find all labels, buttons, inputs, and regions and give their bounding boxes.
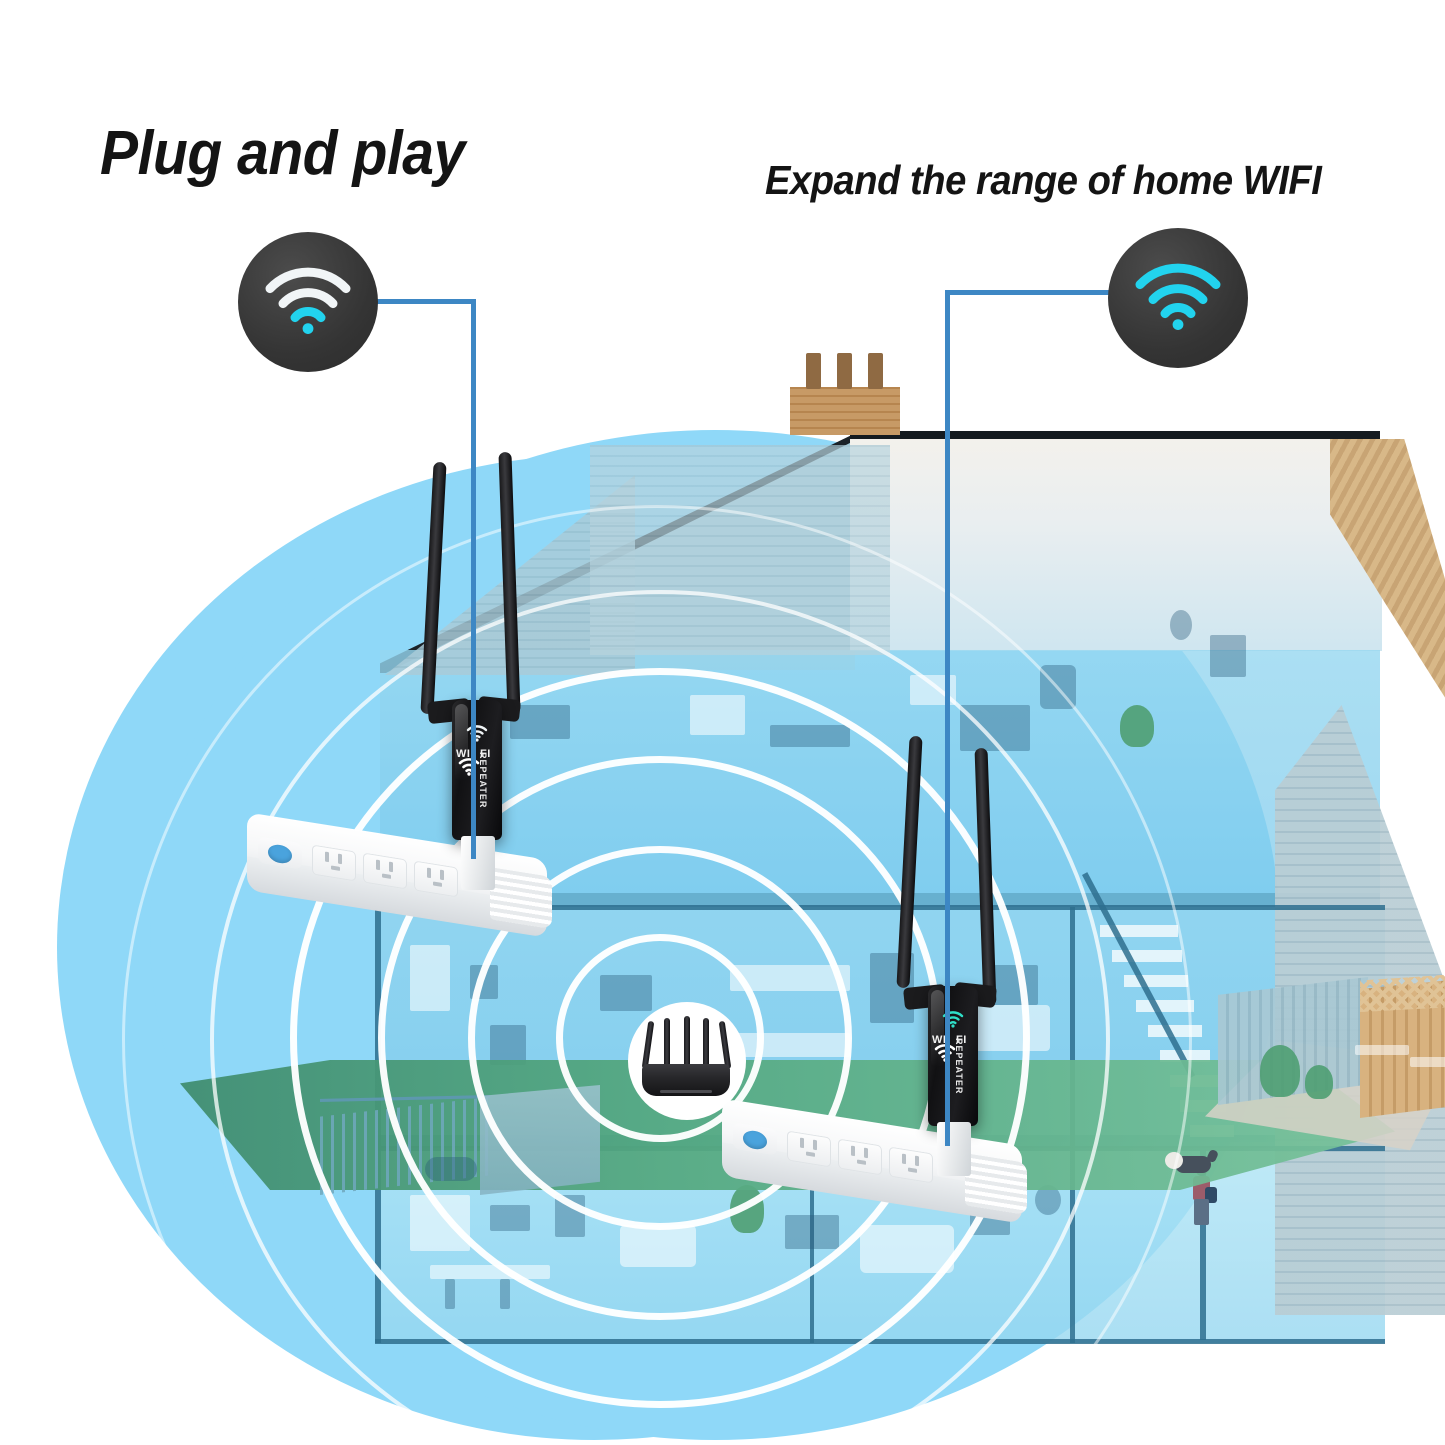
wifi-indicator-led-icon xyxy=(466,725,488,742)
connector-line-right-horizontal xyxy=(945,290,1115,295)
repeater-brand-fi: FI xyxy=(956,1034,967,1046)
connector-line-left-horizontal xyxy=(365,299,476,304)
repeater-brand-fi: FI xyxy=(480,748,491,760)
garden-plant xyxy=(1305,1065,1333,1099)
dog-body xyxy=(1175,1156,1211,1173)
router-led-strip xyxy=(660,1090,712,1093)
router-antenna xyxy=(684,1016,690,1068)
chimney-pot xyxy=(806,353,821,389)
wall-clock xyxy=(1170,610,1192,640)
range-wifi-badge[interactable] xyxy=(1108,228,1248,368)
wifi-signal-ring xyxy=(210,590,1110,1445)
heading-plug-and-play: Plug and play xyxy=(100,119,465,188)
chimney-pot xyxy=(868,353,883,389)
usb-plug xyxy=(937,1122,971,1176)
wifi-icon xyxy=(265,267,351,334)
repeater-body: WI FI REPEATER xyxy=(928,986,978,1126)
plug-and-play-wifi-badge[interactable] xyxy=(238,232,378,372)
body-gloss xyxy=(931,990,944,1068)
garden-table xyxy=(1410,1057,1445,1067)
garden-plant xyxy=(1260,1045,1300,1097)
wifi-signal-ring xyxy=(556,934,764,1142)
wifi-signal-ring xyxy=(290,668,1030,1408)
router-antenna xyxy=(703,1018,709,1068)
chimney-pot xyxy=(837,353,852,389)
heading-expand-range: Expand the range of home WIFI xyxy=(765,157,1322,203)
repeater-body: WI FI REPEATER xyxy=(452,700,502,840)
wifi-icon xyxy=(1135,263,1221,330)
chimney xyxy=(790,353,900,435)
repeater-brand-wi: WI xyxy=(932,1034,947,1046)
body-gloss xyxy=(455,704,468,782)
repeater-brand-sub: REPEATER xyxy=(954,1038,964,1095)
repeater-brand-sub: REPEATER xyxy=(478,752,488,809)
router-antenna xyxy=(664,1018,670,1068)
repeater-brand-wi: WI xyxy=(456,748,471,760)
cable-strain-relief xyxy=(965,1153,1027,1215)
connector-line-left-vertical xyxy=(471,299,476,859)
wifi-signal-ring xyxy=(468,846,852,1230)
roof-ridge xyxy=(850,431,1380,440)
person-legs xyxy=(1194,1199,1209,1225)
connector-line-right-vertical xyxy=(945,290,950,1146)
picture-frame xyxy=(1210,635,1246,677)
usb-plug xyxy=(461,836,495,890)
cable-strain-relief xyxy=(490,867,552,929)
garden-bench xyxy=(1355,1045,1409,1055)
potted-plant xyxy=(1120,705,1154,747)
stair-newel xyxy=(1200,1150,1206,1340)
